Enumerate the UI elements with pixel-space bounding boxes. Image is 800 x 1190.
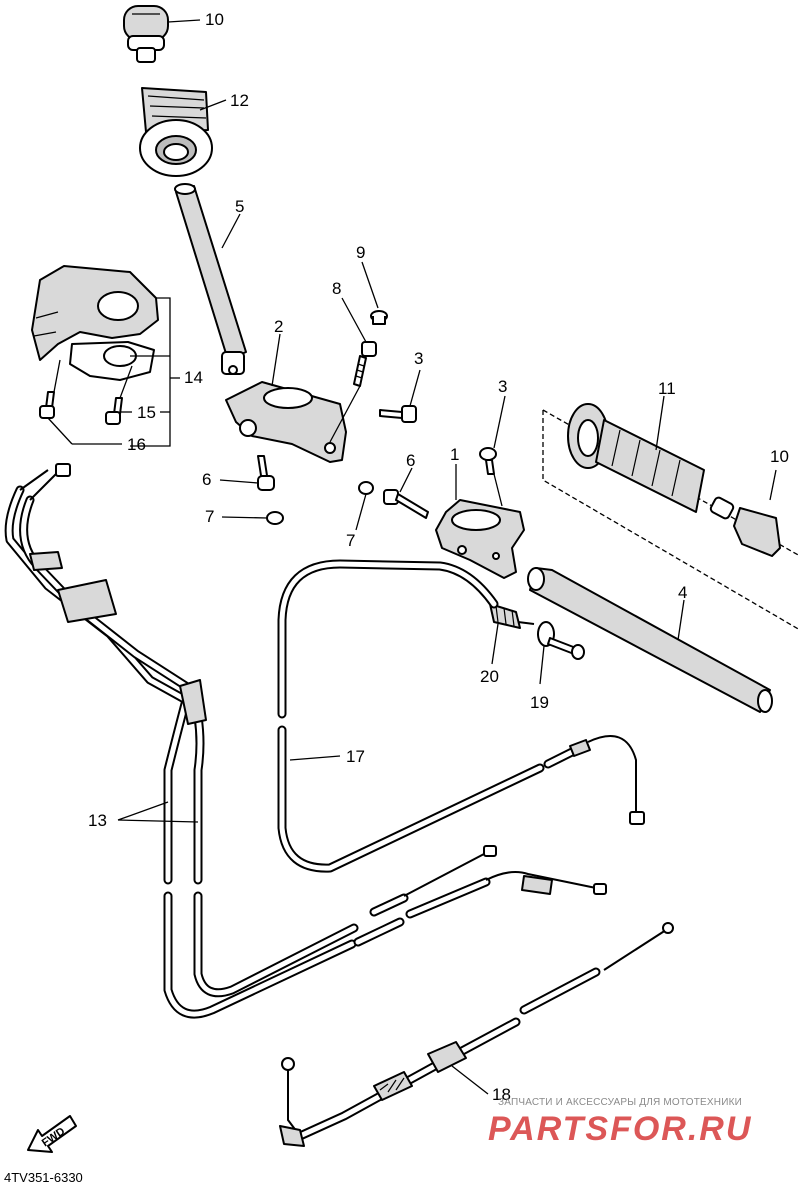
leader-13-b xyxy=(117,819,199,823)
watermark-logo: PARTSFOR.RU xyxy=(488,1110,753,1148)
leader-10-right xyxy=(769,469,777,501)
leader-12 xyxy=(199,99,227,111)
part-10-bar-end-top xyxy=(123,5,169,63)
leader-4 xyxy=(677,599,685,641)
part-19-screw xyxy=(537,621,585,660)
diagram-part-code: 4TV351-6330 xyxy=(4,1170,83,1185)
part-9-screw xyxy=(370,310,388,325)
callout-1: 1 xyxy=(450,445,459,464)
part-10-bar-end-right xyxy=(709,496,781,557)
leader-17 xyxy=(289,755,341,761)
callout-16: 16 xyxy=(127,435,146,454)
part-2-left-holder xyxy=(225,381,347,463)
leader-16 xyxy=(47,417,73,445)
callout-4: 4 xyxy=(678,583,687,602)
leader-8 xyxy=(341,297,367,343)
callout-13: 13 xyxy=(88,811,107,830)
leader-3-to-1 xyxy=(493,473,503,507)
leader-20 xyxy=(491,623,499,665)
part-5-left-handlebar xyxy=(174,183,247,375)
leader-18 xyxy=(451,1065,489,1095)
callout-10-top: 10 xyxy=(205,10,224,29)
callout-12: 12 xyxy=(230,91,249,110)
part-12-left-grip xyxy=(139,87,213,177)
leader-16-c xyxy=(53,359,61,393)
part-17-cable xyxy=(277,559,645,873)
part-8-bolt xyxy=(353,341,377,387)
part-3-bolt-left xyxy=(379,405,417,423)
part-7-nut-right xyxy=(358,481,374,495)
callout-8: 8 xyxy=(332,279,341,298)
part-14-handlebar-switch xyxy=(31,265,159,381)
bracket-14 xyxy=(130,297,171,447)
callout-7-right: 7 xyxy=(346,531,355,550)
part-3-bolt-right xyxy=(479,447,497,475)
leader-8-to-holder xyxy=(329,385,361,443)
leader-11 xyxy=(655,395,665,451)
part-1-throttle-housing xyxy=(435,499,525,579)
part-18-clutch-cable xyxy=(279,922,674,1147)
callout-19: 19 xyxy=(530,693,549,712)
callout-6-right: 6 xyxy=(406,451,415,470)
callout-9: 9 xyxy=(356,243,365,262)
callout-17: 17 xyxy=(346,747,365,766)
part-13-throttle-cables xyxy=(4,463,607,1019)
part-7-nut-left xyxy=(266,511,284,525)
callout-18: 18 xyxy=(492,1085,511,1104)
leader-7-right xyxy=(355,493,367,531)
callout-3-left: 3 xyxy=(414,349,423,368)
leader-10-top xyxy=(167,19,201,23)
part-15-screw xyxy=(105,397,123,425)
leader-15-c xyxy=(119,365,133,399)
part-16-screw xyxy=(39,391,55,419)
part-4-right-handlebar xyxy=(527,567,773,713)
leader-13-a xyxy=(117,801,169,821)
dash-frame-b xyxy=(542,410,800,631)
part-6-bolt-right xyxy=(383,489,429,519)
leader-3-right xyxy=(493,395,506,449)
part-11-throttle-grip xyxy=(567,403,705,513)
leader-19 xyxy=(539,645,545,685)
callout-11: 11 xyxy=(658,379,676,398)
callout-14: 14 xyxy=(184,368,203,387)
callout-20: 20 xyxy=(480,667,499,686)
callout-5: 5 xyxy=(235,197,244,216)
callout-15: 15 xyxy=(137,403,156,422)
fwd-arrow-icon: FWD xyxy=(27,1115,77,1153)
leader-2 xyxy=(271,333,281,387)
leader-6-left xyxy=(219,479,259,484)
callout-6-left: 6 xyxy=(202,470,211,489)
part-20-cable-adjuster xyxy=(489,603,535,629)
callout-3-right: 3 xyxy=(498,377,507,396)
callout-7-left: 7 xyxy=(205,507,214,526)
leader-5 xyxy=(221,213,241,249)
leader-6-right xyxy=(399,467,413,493)
leader-3-left xyxy=(409,369,421,407)
leader-7-left xyxy=(221,516,268,519)
watermark-tagline: ЗАПЧАСТИ И АКСЕССУАРЫ ДЛЯ МОТОТЕХНИКИ xyxy=(498,1097,743,1108)
leader-9 xyxy=(361,261,379,309)
callout-2: 2 xyxy=(274,317,283,336)
callout-10-right: 10 xyxy=(770,447,789,466)
part-6-bolt-left xyxy=(257,455,275,491)
